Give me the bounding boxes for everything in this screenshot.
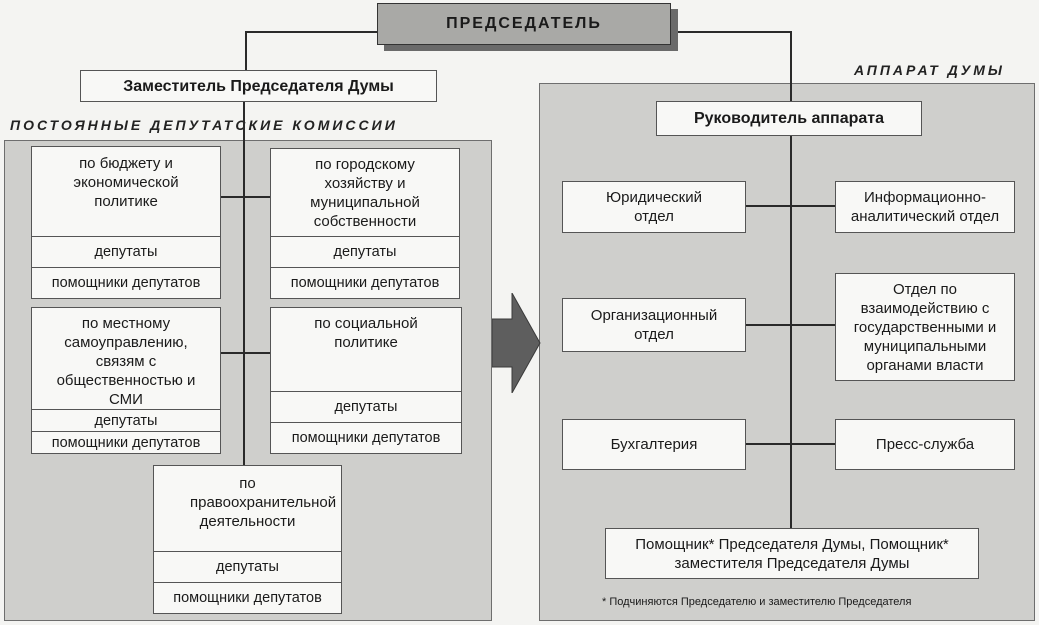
commission-budget: по бюджету и экономической политике депу… [31,146,221,299]
commission-self-government: по местному самоуправлению, связям с общ… [31,307,221,454]
chairman-box: ПРЕДСЕДАТЕЛЬ [377,3,671,45]
deputies-row: депутаты [271,236,459,267]
commissions-title: ПОСТОЯННЫЕ ДЕПУТАТСКИЕ КОМИССИИ [10,117,398,133]
line-apparatus-row2 [746,324,835,326]
line-apparatus-row3 [746,443,835,445]
deputies-row: депутаты [154,551,341,582]
assistants-row: помощники депутатов [271,267,459,298]
line-commissions-lower [221,352,271,354]
line-commissions-spine [243,101,245,465]
footnote: * Подчиняются Председателю и заместителю… [602,596,912,608]
dept-legal: Юридический отдел [562,181,746,233]
commission-name: по социальной политике [314,315,418,351]
line-chair-left-v [245,31,247,71]
line-apparatus-row1 [746,205,835,207]
commission-name: по бюджету и экономической политике [73,155,179,210]
assistants-row: помощники депутатов [271,422,461,453]
commission-law-enforcement: по правоохранительной деятельности депут… [153,465,342,614]
line-chair-left-h [245,31,378,33]
line-chair-right-h [670,31,792,33]
apparatus-title: АППАРАТ ДУМЫ [854,62,1005,78]
commission-city-economy: по городскому хозяйству и муниципальной … [270,148,460,299]
dept-interaction: Отдел по взаимодействию с государственны… [835,273,1015,381]
line-apparatus-spine [790,136,792,528]
deputies-row: депутаты [32,409,220,431]
line-commissions-upper [221,196,271,198]
apparatus-head-box: Руководитель аппарата [656,101,922,136]
dept-org: Организационный отдел [562,298,746,352]
assistants-row: помощники депутатов [32,267,220,298]
assistants-row: помощники депутатов [32,431,220,453]
commission-social: по социальной политике депутаты помощник… [270,307,462,454]
deputies-row: депутаты [271,391,461,422]
arrow-right-icon [492,293,541,393]
commission-name: по правоохранительной деятельности [190,475,337,530]
commission-name: по городскому хозяйству и муниципальной … [310,156,420,230]
dept-accounting: Бухгалтерия [562,419,746,470]
assistants-row: помощники депутатов [154,582,341,613]
line-chair-right-v [790,31,792,101]
dept-press: Пресс-служба [835,419,1015,470]
commission-name: по местному самоуправлению, связям с общ… [56,315,196,408]
assistant-box: Помощник* Председателя Думы, Помощник* з… [605,528,979,579]
deputy-chairman-box: Заместитель Председателя Думы [80,70,437,102]
dept-info: Информационно-аналитический отдел [835,181,1015,233]
deputies-row: депутаты [32,236,220,267]
